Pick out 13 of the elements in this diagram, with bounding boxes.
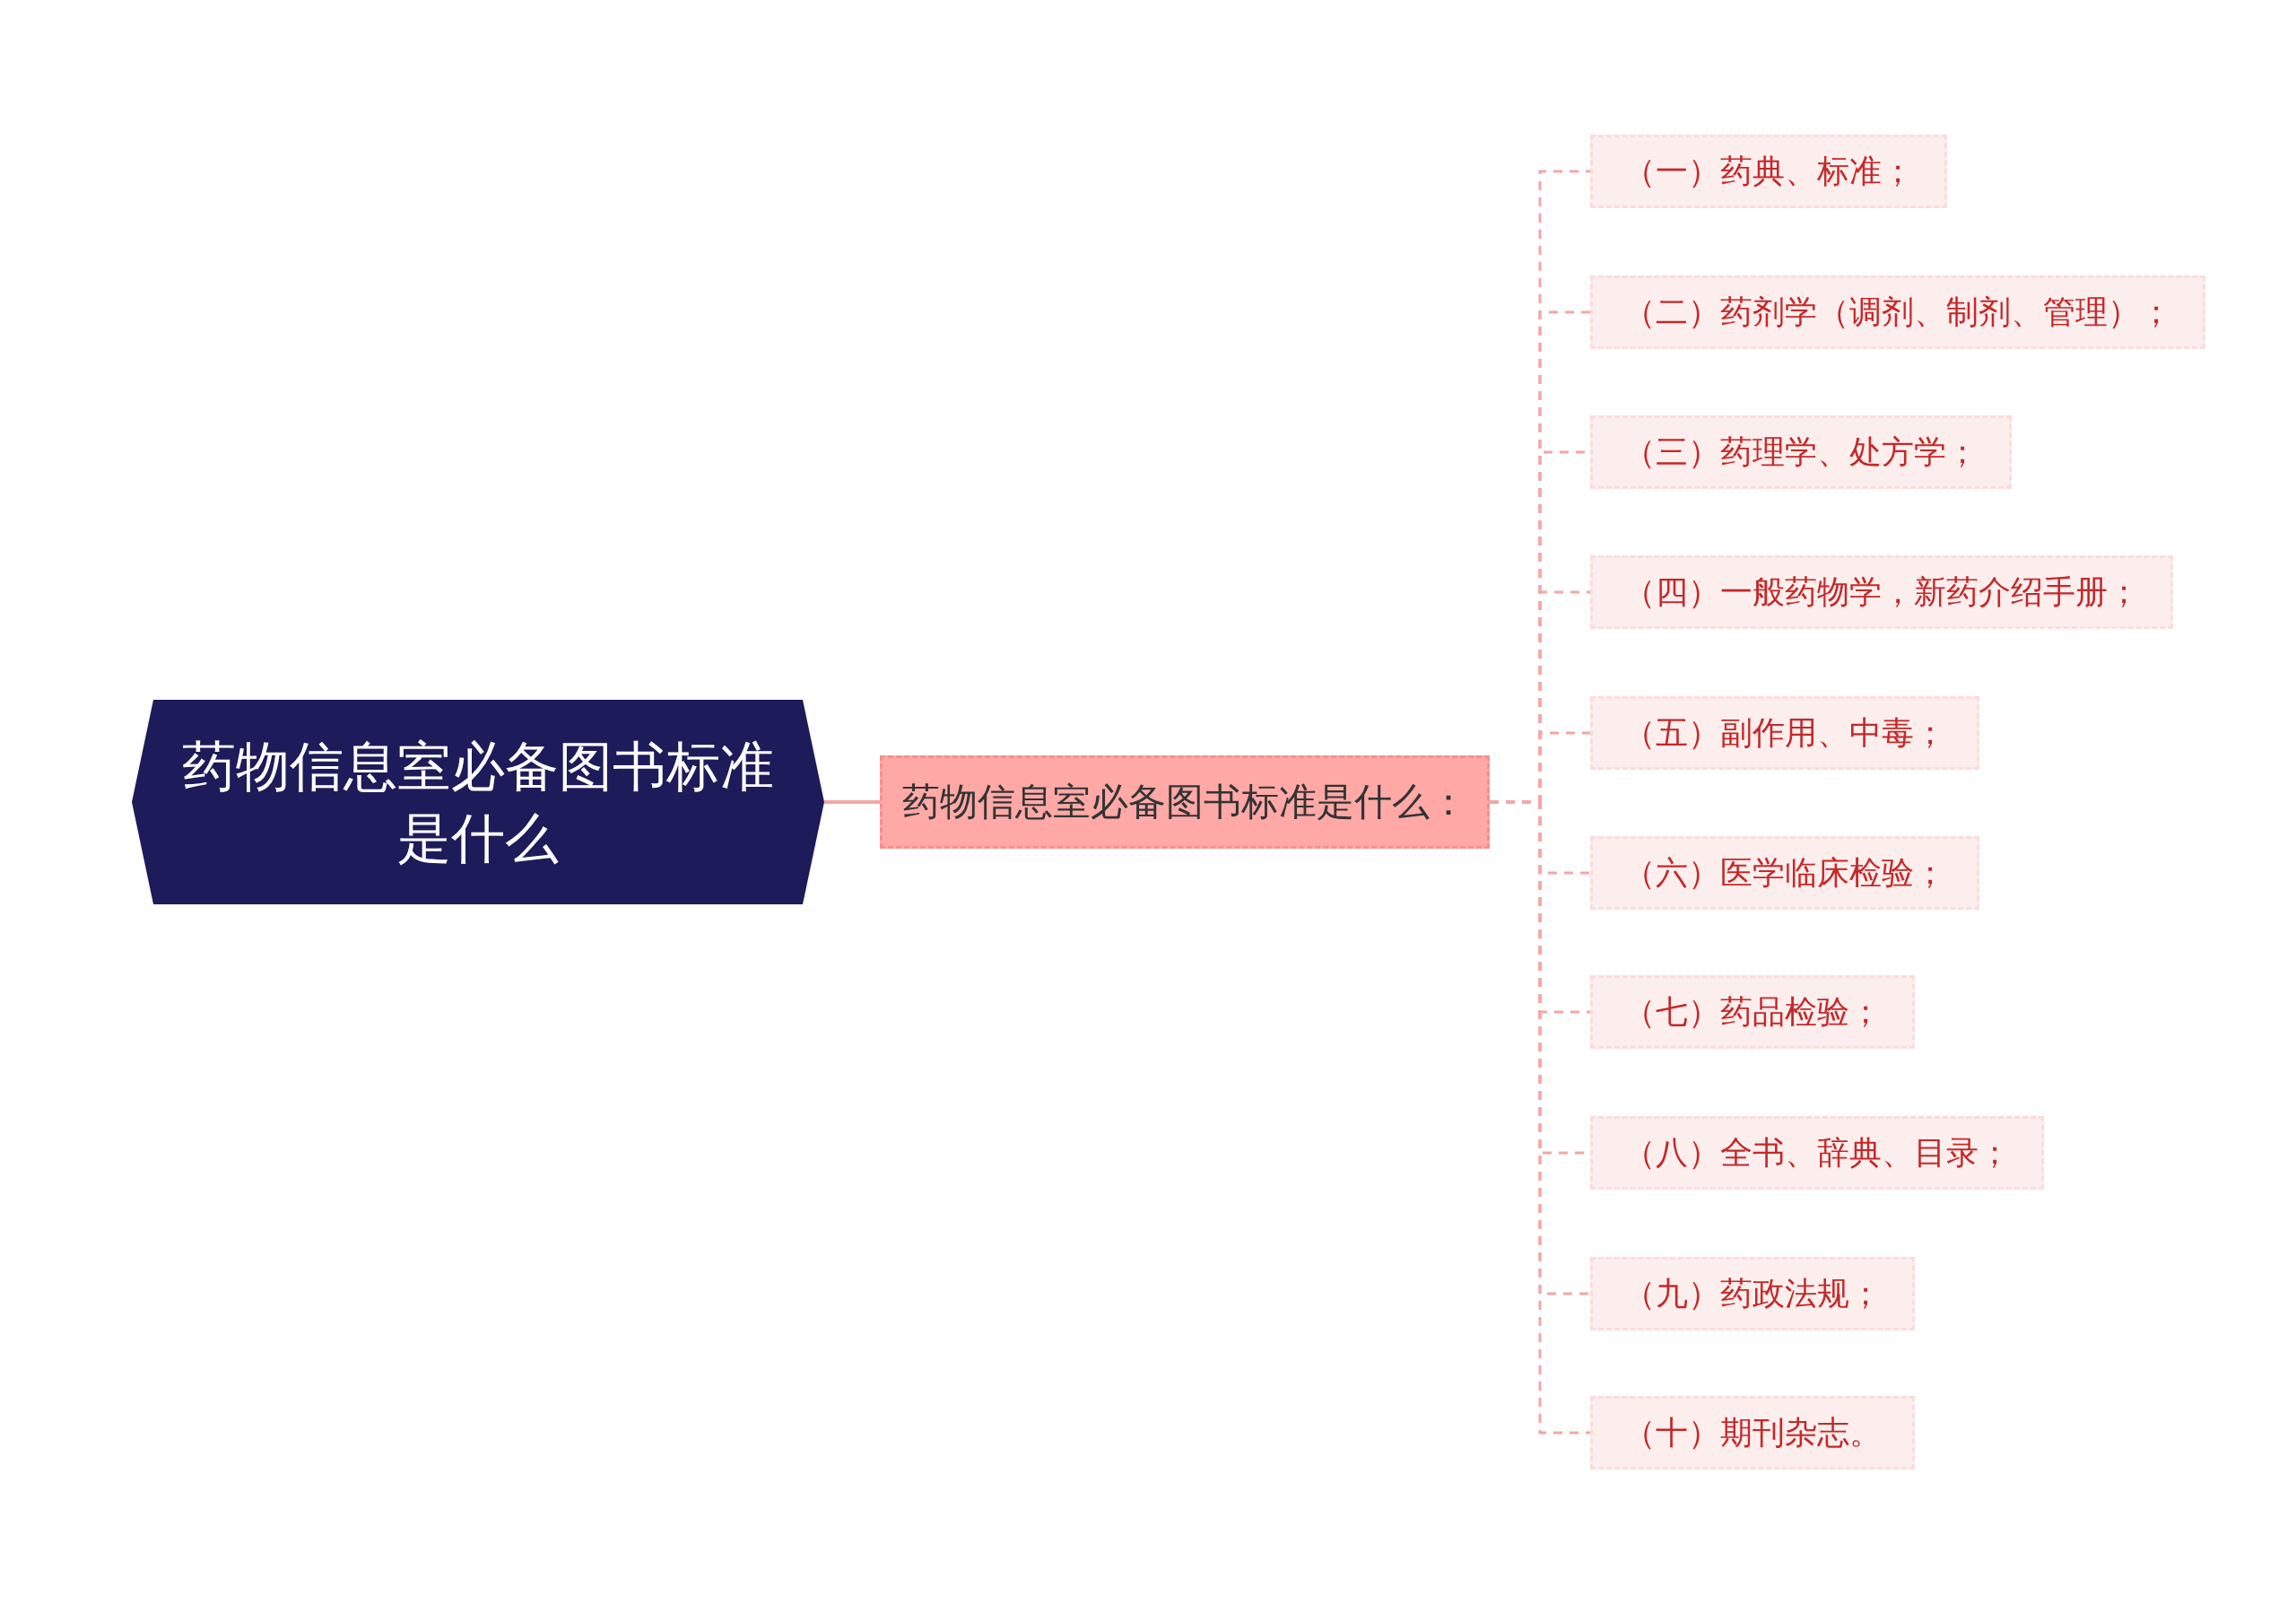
item-box: （十）期刊杂志。: [1590, 1396, 1915, 1470]
item-box: （五）副作用、中毒；: [1590, 696, 1979, 770]
item-box: （二）药剂学（调剂、制剂、管理）；: [1590, 275, 2205, 349]
item-box: （八）全书、辞典、目录；: [1590, 1116, 2044, 1190]
item-box: （六）医学临床检验；: [1590, 836, 1979, 910]
connector-line: [824, 800, 880, 804]
item-box: （九）药政法规；: [1590, 1257, 1915, 1330]
item-box: （一）药典、标准；: [1590, 135, 1947, 208]
topic-hexagon: 药物信息室必备图书标准是什么: [132, 700, 824, 904]
item-box: （七）药品检验；: [1590, 975, 1915, 1049]
item-box: （三）药理学、处方学；: [1590, 415, 2012, 489]
item-box: （四）一般药物学，新药介绍手册；: [1590, 555, 2173, 629]
subtopic-box: 药物信息室必备图书标准是什么：: [880, 755, 1490, 849]
